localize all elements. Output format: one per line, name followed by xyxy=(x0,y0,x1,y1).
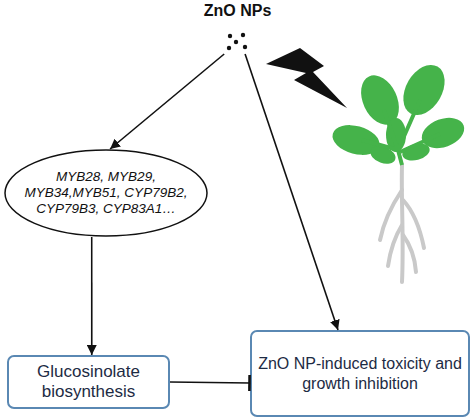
nanoparticle-dots xyxy=(227,33,247,50)
connector-arrow xyxy=(170,382,250,383)
side-root xyxy=(403,235,416,272)
plant-roots xyxy=(380,165,424,282)
plant-leaves xyxy=(329,58,468,167)
particle-dot xyxy=(227,46,231,50)
source-label: ZnO NPs xyxy=(190,2,285,54)
side-root xyxy=(388,225,402,266)
node-text: ZnO NPs xyxy=(204,2,272,20)
process-box: Glucosinolate biosynthesis xyxy=(7,355,170,409)
connector-arrow xyxy=(245,54,338,330)
particle-dot xyxy=(228,34,232,38)
node-text: Glucosinolate biosynthesis xyxy=(13,362,164,403)
outcome-box: ZnO NP-induced toxicity and growth inhib… xyxy=(250,330,470,417)
particle-dot xyxy=(243,45,247,49)
gene-ellipse: MYB28, MYB29, MYB34,MYB51, CYP79B2, CYP7… xyxy=(4,149,208,237)
petiole xyxy=(362,100,440,152)
ellipse-shape xyxy=(5,150,207,236)
connector-arrow xyxy=(110,54,224,149)
node-text: MYB28, MYB29, MYB34,MYB51, CYP79B2, CYP7… xyxy=(22,169,190,218)
particle-dot xyxy=(234,40,238,44)
particle-dot xyxy=(241,33,245,37)
node-text: ZnO NP-induced toxicity and growth inhib… xyxy=(255,354,465,394)
lightning-bolt xyxy=(266,48,347,108)
leaf xyxy=(395,58,453,123)
connector-arrow xyxy=(91,237,93,355)
